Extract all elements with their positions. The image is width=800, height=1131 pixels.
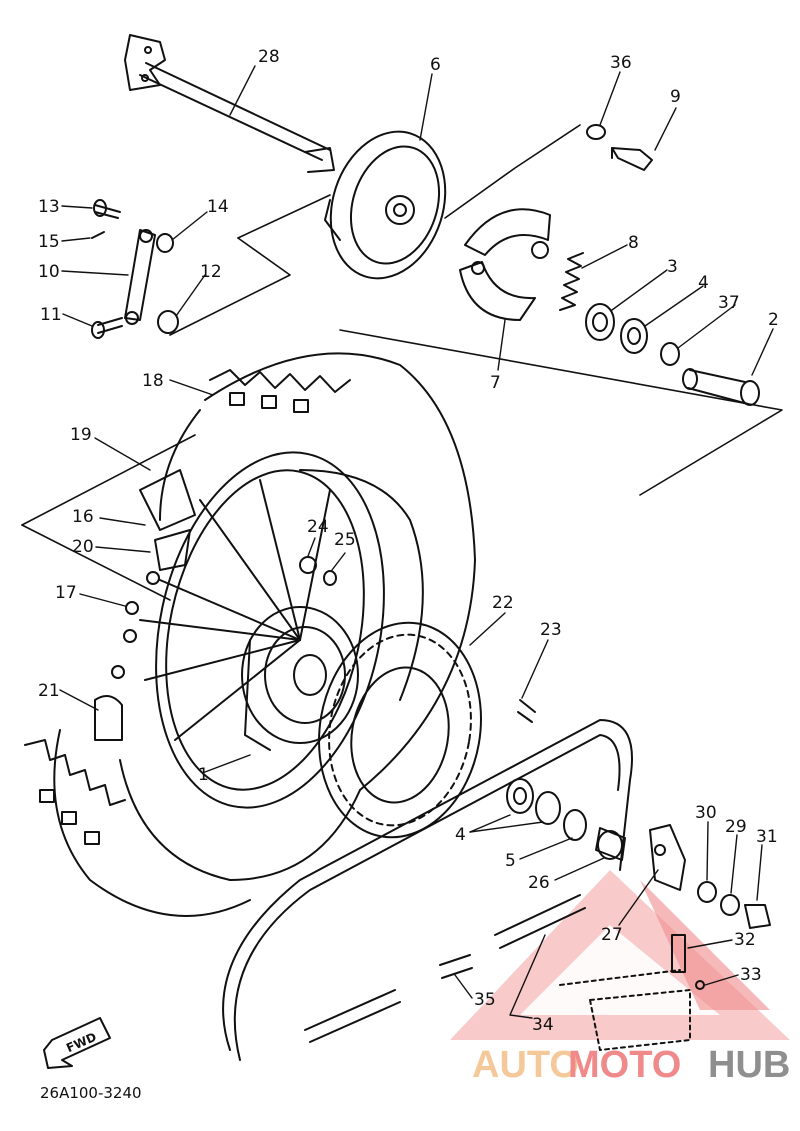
callout-20: 20 — [72, 537, 94, 557]
chain-adjuster — [649, 824, 771, 990]
callout-36: 36 — [610, 53, 632, 73]
callout-29: 29 — [725, 817, 747, 837]
callout-33: 33 — [740, 965, 762, 985]
rim-spokes — [139, 451, 385, 809]
callout-9: 9 — [670, 87, 681, 107]
callout-18: 18 — [142, 371, 164, 391]
callout-35: 35 — [474, 990, 496, 1010]
callout-6: 6 — [430, 55, 441, 75]
drive-chain — [222, 719, 633, 1061]
callout-14: 14 — [207, 197, 229, 217]
watermark-auto: AUTO — [472, 1044, 579, 1086]
tire — [24, 352, 476, 917]
brake-plate — [324, 130, 447, 280]
axle — [124, 34, 335, 173]
callout-31: 31 — [756, 827, 778, 847]
assembly-lines — [21, 124, 783, 601]
callout-27: 27 — [601, 925, 623, 945]
callout-15: 15 — [38, 232, 60, 252]
callout-labels: 28 6 36 9 13 14 15 10 12 11 8 3 4 37 2 7… — [38, 47, 779, 1102]
callout-11: 11 — [40, 305, 62, 325]
watermark-moto: MOTO — [568, 1044, 681, 1086]
rim-lock — [94, 469, 337, 741]
callout-25: 25 — [334, 530, 356, 550]
callout-34: 34 — [532, 1015, 554, 1035]
torque-rod — [91, 199, 179, 339]
sprocket-bearings — [506, 778, 626, 861]
spring — [559, 252, 584, 311]
callout-24: 24 — [307, 517, 329, 537]
fwd-arrow-icon — [43, 1017, 111, 1069]
callout-28: 28 — [258, 47, 280, 67]
callout-7: 7 — [490, 373, 501, 393]
callout-4-lower: 4 — [455, 825, 466, 845]
callout-3: 3 — [667, 257, 678, 277]
callout-16: 16 — [72, 507, 94, 527]
callout-23: 23 — [540, 620, 562, 640]
callout-32: 32 — [734, 930, 756, 950]
callout-1: 1 — [198, 765, 209, 785]
callout-37: 37 — [718, 293, 740, 313]
callout-10: 10 — [38, 262, 60, 282]
leader-lines — [59, 65, 774, 1019]
callout-8: 8 — [628, 233, 639, 253]
callout-19: 19 — [70, 425, 92, 445]
cam-lever — [586, 124, 653, 171]
callout-12: 12 — [200, 262, 222, 282]
callout-5: 5 — [505, 851, 516, 871]
diagram-code: 26A100-3240 — [40, 1084, 142, 1102]
wheel-hub — [241, 606, 359, 751]
callout-21: 21 — [38, 681, 60, 701]
callout-17: 17 — [55, 583, 77, 603]
callout-13: 13 — [38, 197, 60, 217]
callout-26: 26 — [528, 873, 550, 893]
watermark-hub: HUB — [708, 1044, 790, 1086]
watermark-logo — [450, 870, 790, 1040]
callout-30: 30 — [695, 803, 717, 823]
callout-4-upper: 4 — [698, 273, 709, 293]
swingarm-end — [559, 969, 691, 1051]
callout-22: 22 — [492, 593, 514, 613]
callout-2: 2 — [768, 310, 779, 330]
watermark-text: AUTO MOTO HUB — [472, 1044, 790, 1086]
brake-shoes — [459, 208, 551, 321]
